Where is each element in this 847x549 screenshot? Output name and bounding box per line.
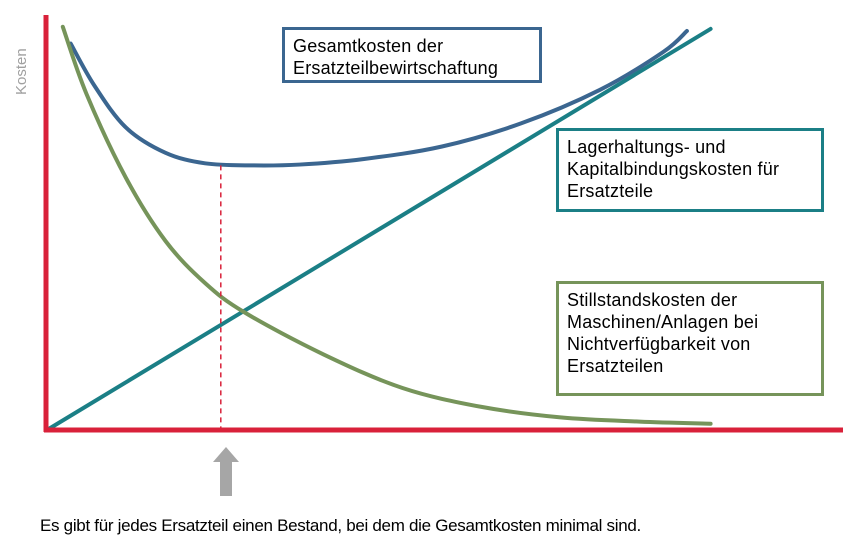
label-total-costs: Gesamtkosten der Ersatzteilbewirtschaftu… — [282, 27, 542, 83]
downtime-cost-curve — [60, 24, 713, 426]
optimum-arrow-icon — [213, 447, 239, 496]
total-cost-curve — [68, 29, 689, 168]
y-axis-label: Kosten — [13, 48, 30, 95]
chart-caption: Es gibt für jedes Ersatzteil einen Besta… — [40, 516, 641, 535]
curves-group — [45, 24, 713, 432]
label-storage-costs: Lagerhaltungs- und Kapitalbindungskosten… — [556, 128, 824, 212]
storage-cost-line — [45, 26, 713, 432]
label-downtime-costs: Stillstandskosten der Maschinen/Anlagen … — [556, 281, 824, 396]
